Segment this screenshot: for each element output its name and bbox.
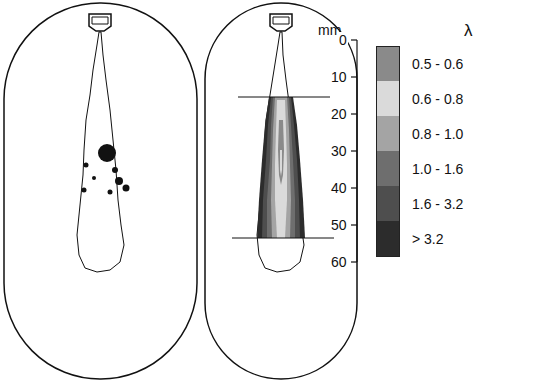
spray-outline [257,32,304,272]
legend-text: 1.6 - 3.2 [412,196,463,212]
legend-text: 0.6 - 0.8 [412,91,463,107]
legend-swatch [376,186,400,221]
scale-number: 40 [330,180,348,196]
legend-swatch [376,46,400,82]
legend-text: 0.8 - 1.0 [412,126,463,142]
legend-text: > 3.2 [412,231,444,247]
symbol-label: λ [464,21,473,40]
legend-swatch [376,151,400,186]
scale-number: 30 [330,143,348,159]
spray-outline [77,32,124,272]
lambda-contour [257,97,305,238]
droplet [82,144,130,195]
measurement-line [232,238,334,239]
injector-nozzle [89,14,292,31]
scale-number: 10 [330,69,348,85]
scale-number: 60 [330,254,348,270]
chamber-outline [4,3,197,379]
scale-number: 50 [330,217,348,233]
legend-text: 1.0 - 1.6 [412,161,463,177]
scale-number: 0 [338,32,348,48]
measurement-line [238,97,330,98]
scale-number: 20 [330,106,348,122]
legend-text: 0.5 - 0.6 [412,56,463,72]
legend-swatch [376,81,400,116]
scale-axis [351,40,357,262]
legend-swatch [376,116,400,151]
chamber-outline [205,3,357,379]
legend-swatch [376,221,400,257]
